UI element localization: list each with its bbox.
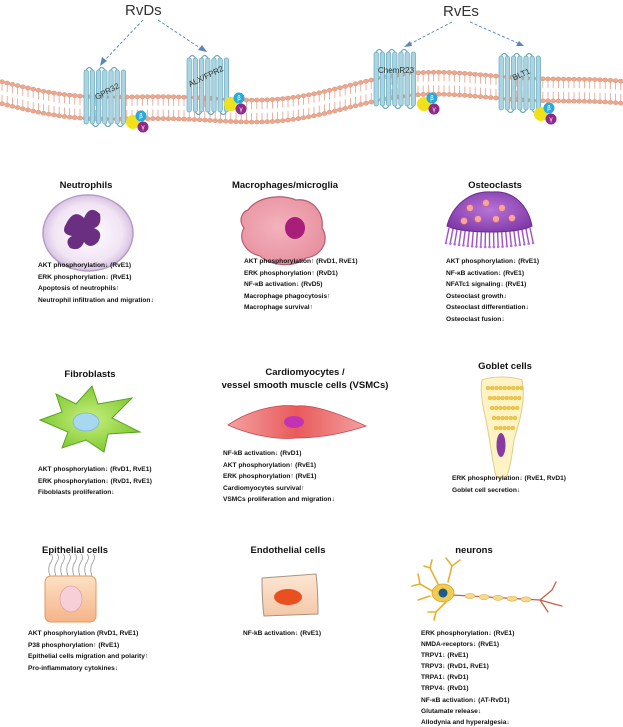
goblet-cell-image: [480, 376, 524, 480]
effect-line: Epithelial cells migration and polarity↑: [28, 653, 149, 661]
svg-text:β: β: [547, 105, 551, 112]
effect-line: NF-κB activation↓ (RvE1): [446, 269, 525, 277]
effect-line: ERK phosphorylation↓ (RvD1, RvE1): [38, 477, 152, 485]
svg-text:β: β: [430, 95, 434, 102]
effect-line: TRPA1↓ (RvD1): [421, 674, 469, 682]
effect-line: Osteoclast fusion↓: [446, 315, 505, 323]
effect-line: AKT phosphorylation↑ (RvE1): [223, 461, 317, 469]
arrow-heads: [100, 41, 524, 66]
svg-text:γ: γ: [432, 106, 436, 113]
arrow-rvds-gpr32: [102, 19, 144, 63]
endothelial-effects: NF-kB activation↓ (RvE1): [243, 628, 321, 640]
svg-text:β: β: [139, 113, 143, 120]
effect-line: NMDA-receptors↓ (RvE1): [421, 641, 500, 649]
macrophages-title: Macrophages/microglia: [231, 180, 339, 191]
effect-line: TRPV3↓ (RvD1, RvE1): [421, 663, 489, 671]
endothelial-cell-image: [261, 573, 319, 617]
goblet-effects: ERK phosphorylation↓ (RvE1, RvD1) Goblet…: [452, 473, 566, 496]
receptor-label-chemr23: ChemR23: [378, 66, 415, 75]
effect-line: AKT phosphorylation (RvD1, RvE1): [28, 630, 139, 637]
cardiomyocytes-title-line2: vessel smooth muscle cells (VSMCs): [221, 380, 389, 391]
neutrophils-title: Neutrophils: [59, 180, 113, 191]
effect-line: ERK phosphorylation↑ (RvD1): [244, 269, 338, 277]
effect-line: P38 phosphorylation↑ (RvE1): [28, 641, 120, 649]
effect-line: Glutamate release↓: [421, 707, 482, 715]
effect-line: Osteoclast growth↓: [446, 292, 507, 300]
effect-line: Allodynia and hyperalgesia↓: [421, 718, 510, 726]
effect-line: Macrophage phagocytosis↑: [244, 292, 331, 300]
neutrophil-cell-image: [42, 194, 134, 272]
macrophage-cell-image: [240, 196, 326, 266]
fibroblast-cell-image: [38, 385, 142, 453]
svg-text:γ: γ: [141, 124, 145, 131]
effect-line: AKT phosphorylation↓ (RvE1): [38, 262, 132, 269]
receptor-gpr32: [83, 66, 126, 128]
neutrophils-effects: AKT phosphorylation↓ (RvE1) ERK phosphor…: [38, 260, 154, 306]
osteoclasts-title: Osteoclasts: [468, 180, 522, 191]
svg-text:γ: γ: [549, 116, 553, 123]
cardiomyocyte-cell-image: [227, 405, 368, 439]
effect-line: AKT phosphorylation↓ (RvE1): [446, 258, 540, 265]
effect-line: Apoptosis of neutrophils↑: [38, 285, 120, 293]
ligand-arrows: [102, 19, 521, 63]
effect-line: TRPV4↓ (RvD1): [421, 685, 469, 693]
arrow-rves-blt1: [469, 21, 521, 45]
cardiomyocytes-title: Cardiomyocytes / vessel smooth muscle ce…: [220, 366, 390, 392]
receptor-alx-fpr2: [186, 54, 229, 116]
osteoclast-cell-image: [444, 191, 535, 249]
effect-line: TRPV1↓ (RvE1): [421, 652, 469, 660]
epithelial-cell-image: [44, 553, 97, 623]
effect-line: AKT phosphorylation↓ (RvD1, RvE1): [38, 466, 152, 473]
effect-line: ERK phosphorylation↓ (RvE1, RvD1): [452, 475, 566, 482]
osteoclasts-effects: AKT phosphorylation↓ (RvE1) NF-κB activa…: [446, 256, 539, 326]
cardiomyocytes-title-line1: Cardiomyocytes /: [265, 367, 345, 378]
neurons-title: neurons: [455, 545, 493, 556]
effect-line: Pro-inflammatory cytokines↓: [28, 664, 119, 672]
goblet-title: Goblet cells: [478, 361, 532, 372]
effect-line: Osteoclast differentiation↓: [446, 304, 529, 312]
effect-line: ERK phosphorylation↑ (RvE1): [223, 473, 317, 481]
effect-line: NF-κB activation↓ (AT-RvD1): [421, 696, 510, 704]
endothelial-title: Endothelial cells: [250, 545, 326, 556]
cardiomyocytes-effects: NF-kB activation↓ (RvD1) AKT phosphoryla…: [223, 448, 335, 506]
receptor-blt1: [498, 52, 541, 114]
effect-line: ERK phosphorylation↓ (RvE1): [38, 273, 132, 281]
rves-label: RvEs: [443, 3, 479, 20]
effect-line: NF-kB activation↓ (RvE1): [243, 630, 322, 637]
epithelial-effects: AKT phosphorylation (RvD1, RvE1) P38 pho…: [28, 628, 148, 674]
effect-line: Cardiomyocytes survival↑: [223, 484, 305, 492]
effect-line: Macrophage survival↑: [244, 304, 313, 312]
effect-line: NFATc1 signaling↓ (RvE1): [446, 281, 527, 289]
arrow-rves-chemr23: [407, 21, 453, 46]
effect-line: Neutrophil infiltration and migration↓: [38, 296, 154, 304]
fibroblasts-title: Fibroblasts: [64, 369, 116, 380]
effect-line: NF-kB activation↓ (RvD1): [223, 450, 302, 457]
effect-line: AKT phosphorylation↑ (RvD1, RvE1): [244, 258, 358, 265]
svg-text:β: β: [237, 95, 241, 102]
fibroblasts-effects: AKT phosphorylation↓ (RvD1, RvE1) ERK ph…: [38, 464, 152, 499]
arrow-rvds-alx: [157, 19, 204, 51]
neurons-effects: ERK phosphorylation↓ (RvE1) NMDA-recepto…: [421, 628, 514, 727]
effect-line: VSMCs proliferation and migration↓: [223, 496, 335, 504]
effect-line: ERK phosphorylation↓ (RvE1): [421, 630, 515, 637]
macrophages-effects: AKT phosphorylation↑ (RvD1, RvE1) ERK ph…: [244, 256, 358, 314]
rvds-label: RvDs: [125, 2, 162, 19]
effect-line: Goblet cell secretion↓: [452, 486, 521, 494]
effect-line: NF-κB activation↓ (RvD5): [244, 281, 323, 289]
receptor-chemr23: [373, 48, 416, 110]
epithelial-title: Epithelial cells: [42, 545, 108, 556]
effect-line: Fiboblasts proliferation↓: [38, 489, 115, 497]
svg-text:γ: γ: [239, 106, 243, 113]
neuron-cell-image: [411, 557, 563, 621]
